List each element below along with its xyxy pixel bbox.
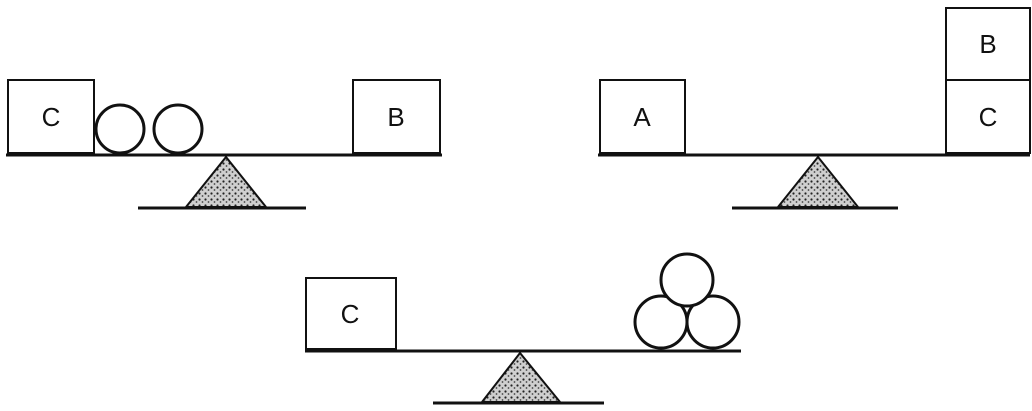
scale-1-left-box: C [8,80,94,153]
scale-2-right-box-top: B [946,8,1030,80]
scale-1: C B [6,80,442,208]
scale-2-fulcrum [778,157,858,207]
scale-1-right-box-label: B [387,102,404,132]
scale-3-left-box-label: C [341,299,360,329]
scale-2: A C B [598,8,1030,208]
scale-2-left-box-label: A [633,102,651,132]
scale-2-left-box: A [600,80,685,153]
scale-3: C [305,254,741,403]
scale-3-fulcrum [482,353,560,402]
scale-2-right-box-bottom: C [946,80,1030,153]
scale-1-ball-2 [154,105,202,153]
scale-3-ball-top [661,254,713,306]
scale-1-right-box: B [353,80,440,153]
scale-2-right-box-top-label: B [979,29,996,59]
scale-1-ball-1 [96,105,144,153]
scale-1-fulcrum [186,157,266,207]
scale-3-left-box: C [306,278,396,349]
scale-1-left-box-label: C [42,102,61,132]
scale-2-right-box-bottom-label: C [979,102,998,132]
